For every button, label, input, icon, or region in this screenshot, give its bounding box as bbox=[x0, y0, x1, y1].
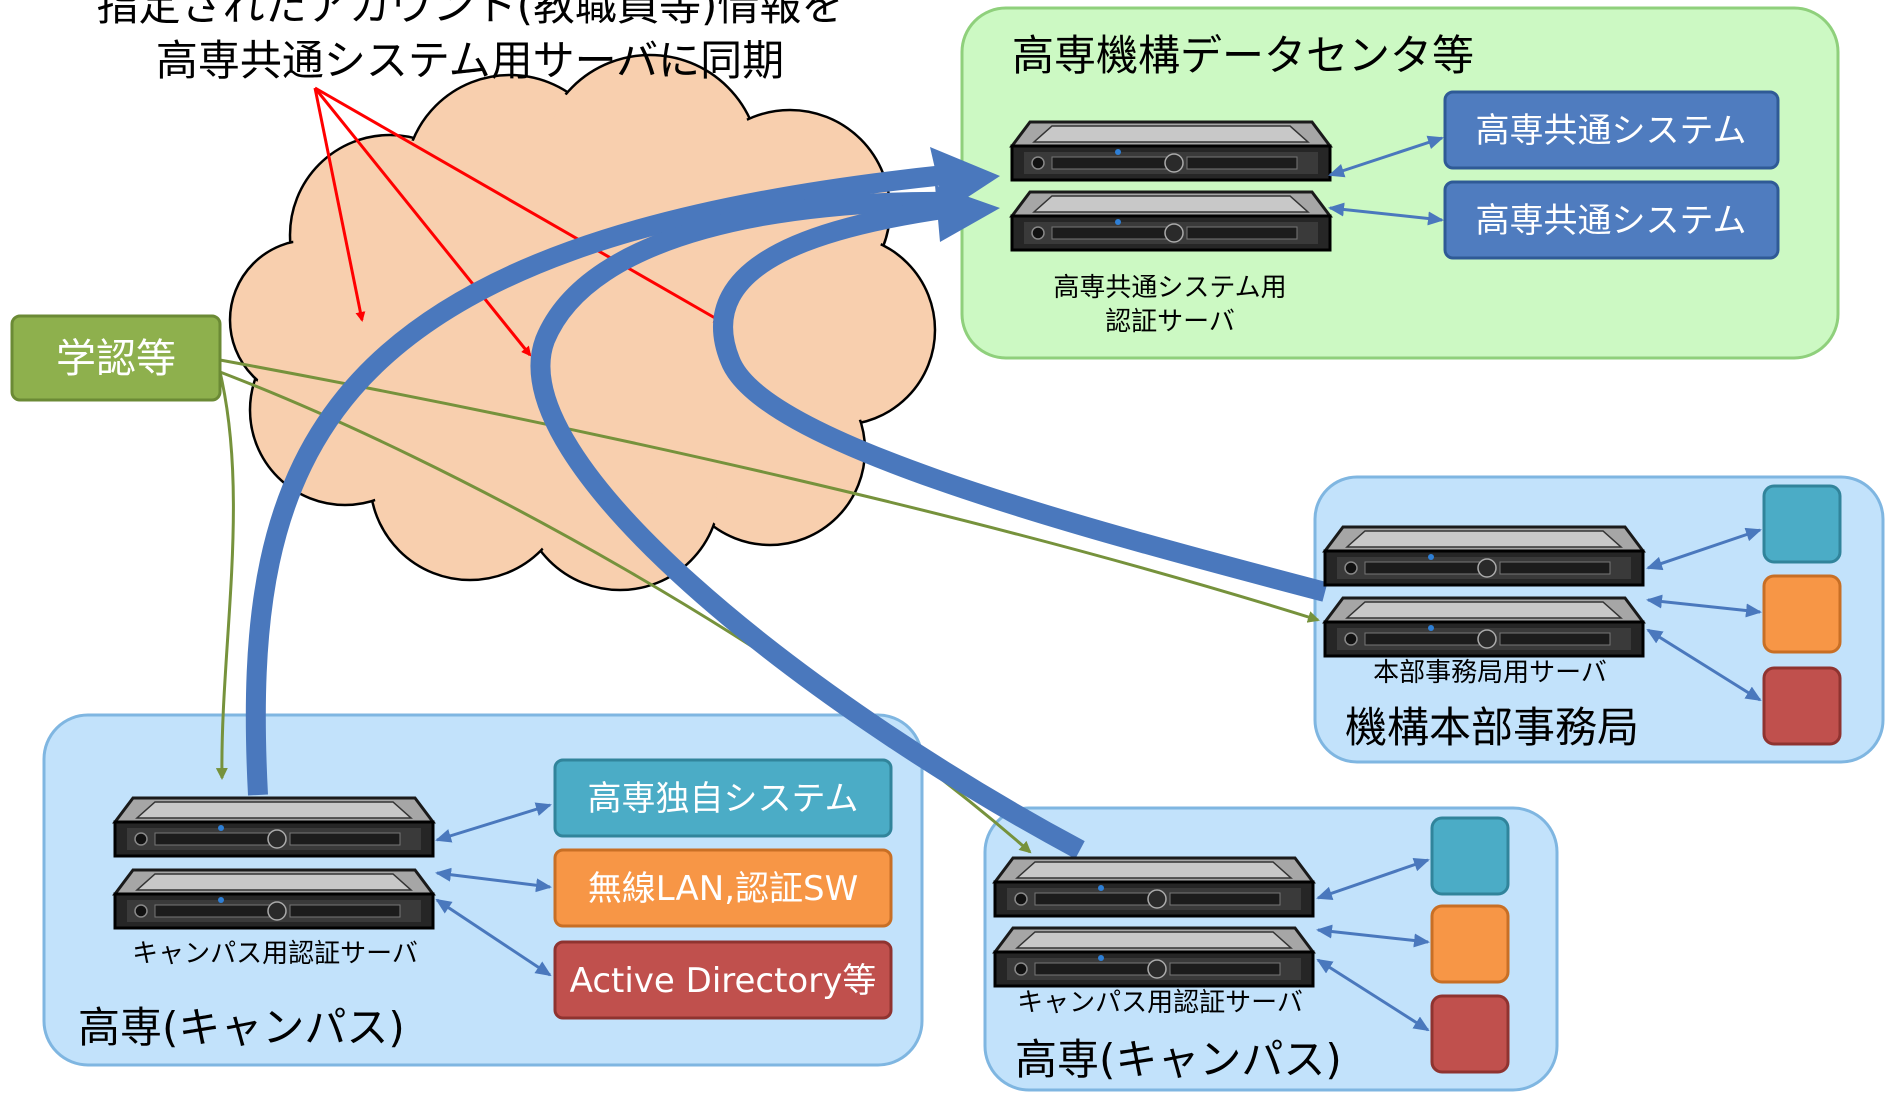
campus-left-title: 高専(キャンパス) bbox=[78, 1003, 405, 1052]
hq-server-2 bbox=[1323, 596, 1645, 658]
wireless-lan-box bbox=[553, 848, 893, 928]
campus-right-system-teal bbox=[1430, 816, 1510, 896]
campus-left-links bbox=[435, 802, 552, 977]
gakunin-box bbox=[10, 314, 222, 402]
datacenter-title: 高専機構データセンタ等 bbox=[1012, 31, 1474, 80]
caption-arrows bbox=[313, 86, 724, 357]
campus-left-server-1 bbox=[113, 796, 435, 858]
sync-arrowheads bbox=[930, 147, 1000, 242]
datacenter-server-label-1: 高専共通システム用 bbox=[1053, 273, 1286, 303]
datacenter-links bbox=[1328, 135, 1444, 226]
common-system-box-2 bbox=[1443, 180, 1780, 260]
common-system-box-1 bbox=[1443, 90, 1780, 170]
caption-line-2: 高専共通システム用サーバに同期 bbox=[156, 36, 784, 85]
wireless-lan-label: 無線LAN,認証SW bbox=[588, 869, 858, 909]
campus-right-system-red bbox=[1430, 994, 1510, 1074]
caption-line-1: 指定されたアカウント(教職員等)情報を bbox=[97, 0, 844, 30]
active-directory-label: Active Directory等 bbox=[570, 961, 877, 1001]
campus-right-links bbox=[1316, 857, 1430, 1032]
hq-system-red bbox=[1762, 666, 1842, 746]
datacenter-server-2 bbox=[1010, 190, 1332, 252]
campus-right-system-orange bbox=[1430, 904, 1510, 984]
hq-server-label: 本部事務局用サーバ bbox=[1373, 658, 1607, 688]
hq-system-orange bbox=[1762, 574, 1842, 654]
active-directory-box bbox=[553, 940, 893, 1020]
campus-right-title: 高専(キャンパス) bbox=[1015, 1035, 1342, 1084]
gakunin-label: 学認等 bbox=[56, 336, 176, 382]
campus-right-server-2 bbox=[993, 926, 1315, 988]
kosen-own-system-label: 高専独自システム bbox=[588, 779, 859, 819]
hq-title: 機構本部事務局 bbox=[1345, 703, 1639, 752]
common-system-label-1: 高専共通システム bbox=[1476, 111, 1747, 151]
campus-right-server-1 bbox=[993, 856, 1315, 918]
common-system-label-2: 高専共通システム bbox=[1476, 201, 1747, 241]
campus-left-server-label: キャンパス用認証サーバ bbox=[132, 939, 418, 969]
campus-left-server-2 bbox=[113, 868, 435, 930]
campus-right-server-label: キャンパス用認証サーバ bbox=[1017, 988, 1303, 1018]
kosen-own-system-box bbox=[553, 758, 893, 838]
hq-system-teal bbox=[1762, 484, 1842, 564]
hq-links bbox=[1646, 527, 1762, 702]
hq-server-1 bbox=[1323, 525, 1645, 587]
datacenter-server-1 bbox=[1010, 120, 1332, 182]
sync-arrows bbox=[245, 165, 1328, 859]
datacenter-server-label-2: 認証サーバ bbox=[1105, 307, 1235, 337]
